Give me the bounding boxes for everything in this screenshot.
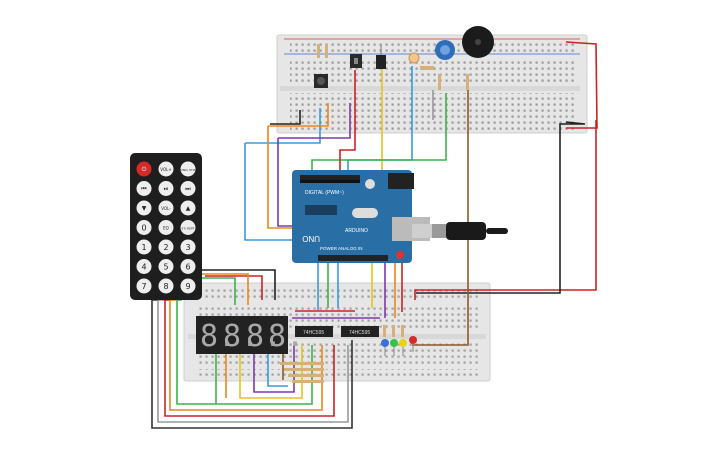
wire-brown-long: [412, 90, 469, 346]
remote-buttons: ⏻ VOL+ FUNC/ STOP ⏮ ⏯ ⏭ ▼ VOL- ▲ 0 EQ ST/ REPT 1 2 3 4 5…: [136, 161, 197, 294]
led-yellow: [399, 339, 407, 356]
wire-red-bottom-1: [205, 275, 263, 300]
remote-button-16[interactable]: 5: [158, 259, 174, 274]
wire-blue-2: [244, 143, 300, 241]
wire-black-top: [270, 110, 301, 125]
remote-button-label: 2: [163, 243, 168, 252]
remote-button-17[interactable]: 6: [180, 259, 196, 274]
wire-blue-1: [245, 108, 321, 144]
wire-yellow-loop: [239, 345, 303, 399]
ic-right: 74HC595: [341, 326, 379, 337]
ic-left-label: 74HC595: [303, 330, 324, 336]
remote-button-10[interactable]: EQ: [158, 220, 174, 235]
remote-button-11[interactable]: ST/ REPT: [180, 220, 196, 235]
remote-button-3[interactable]: ⏮: [136, 181, 152, 196]
ldr-small: [408, 52, 420, 64]
wire-orange-bottom-a: [190, 273, 249, 305]
wire-orange-1: [268, 103, 329, 127]
remote-button-18[interactable]: 7: [136, 278, 152, 294]
arduino-brand: ARDUINO: [345, 228, 368, 234]
remote-button-label: ⏻: [142, 166, 147, 173]
remote-button-0[interactable]: ⏻: [136, 161, 152, 177]
tilt-sensor: [376, 45, 386, 69]
remote-button-2[interactable]: FUNC/ STOP: [179, 161, 197, 177]
wire-red-top: [339, 70, 356, 175]
led-green: [390, 339, 398, 356]
wire-orange-2: [267, 126, 298, 229]
remote-button-label: 0: [141, 224, 146, 233]
ic-right-label: 74HC595: [349, 330, 370, 336]
led-red: [409, 336, 417, 352]
arduino-top-label: DIGITAL (PWM~): [305, 190, 344, 196]
wire-red-loop: [414, 120, 597, 300]
remote-button-label: ST/ REPT: [181, 227, 194, 231]
remote-button-label: 8: [163, 282, 168, 291]
remote-button-5[interactable]: ⏭: [180, 181, 196, 196]
remote-button-7[interactable]: VOL-: [158, 200, 174, 216]
remote-button-label: 6: [185, 263, 190, 272]
remote-button-label: ▲: [186, 205, 191, 212]
wire-black-bottom-1: [200, 269, 276, 300]
resistor-top-3: [438, 74, 469, 90]
wire-blue-loop: [267, 350, 288, 387]
remote-button-1[interactable]: VOL+: [158, 161, 174, 177]
photoresistor: [350, 54, 362, 68]
wire-red-right: [565, 41, 598, 129]
remote-button-20[interactable]: 9: [180, 278, 196, 294]
resistor-cluster: [280, 362, 324, 383]
arduino-bottom-label: POWER ANALOG IN: [320, 246, 363, 251]
usb-cable: [412, 222, 508, 240]
arduino-uno[interactable]: DIGITAL (PWM~) ARDUINO UNO POWER ANALOG …: [292, 170, 430, 263]
remote-button-14[interactable]: 3: [180, 239, 196, 255]
remote-button-15[interactable]: 4: [136, 259, 152, 274]
wire-black-right: [416, 121, 586, 294]
ir-remote[interactable]: ⏻ VOL+ FUNC/ STOP ⏮ ⏯ ⏭ ▼ VOL- ▲ 0 EQ ST/ REPT 1 2 3 4 5…: [130, 153, 202, 300]
digit-3: 8.: [246, 319, 282, 354]
push-button-left: [314, 74, 328, 88]
digit-2: 8.: [223, 319, 259, 354]
remote-button-label: FUNC/ STOP: [179, 168, 197, 172]
remote-button-12[interactable]: 1: [136, 239, 152, 255]
remote-button-label: ⏭: [185, 186, 191, 193]
remote-button-label: VOL+: [160, 167, 171, 172]
remote-button-6[interactable]: ▼: [136, 200, 152, 216]
remote-button-label: 9: [185, 282, 190, 291]
digit-1: 8.: [200, 319, 236, 354]
remote-button-label: 4: [141, 263, 146, 272]
ic-left: 74HC595: [295, 326, 333, 337]
buzzer: [462, 26, 494, 58]
potentiometer: [435, 40, 455, 60]
top-components: [314, 26, 494, 90]
led-blue: [381, 339, 389, 356]
resistor-top-1: [317, 44, 328, 58]
remote-button-13[interactable]: 2: [158, 239, 174, 255]
remote-button-label: 5: [163, 263, 168, 272]
remote-button-label: 7: [141, 282, 146, 291]
leds: [381, 325, 417, 356]
seven-segment-display: 8. 8. 8. 8.: [196, 316, 304, 354]
remote-button-label: ⏮: [141, 186, 147, 193]
remote-button-label: VOL-: [161, 206, 171, 211]
wire-purple-1: [278, 103, 351, 139]
remote-button-8[interactable]: ▲: [180, 200, 196, 216]
remote-button-label: 1: [141, 243, 146, 252]
remote-button-4[interactable]: ⏯: [158, 181, 174, 196]
remote-button-label: EQ: [163, 226, 169, 231]
remote-button-9[interactable]: 0: [136, 220, 152, 235]
resistor-top-2: [420, 66, 434, 70]
arduino-model: UNO: [302, 234, 320, 243]
remote-button-label: ⏯: [164, 186, 169, 193]
remote-button-19[interactable]: 8: [158, 278, 174, 294]
remote-button-label: ▼: [142, 205, 147, 212]
remote-button-label: 3: [185, 243, 190, 252]
wire-green-1: [311, 93, 447, 175]
